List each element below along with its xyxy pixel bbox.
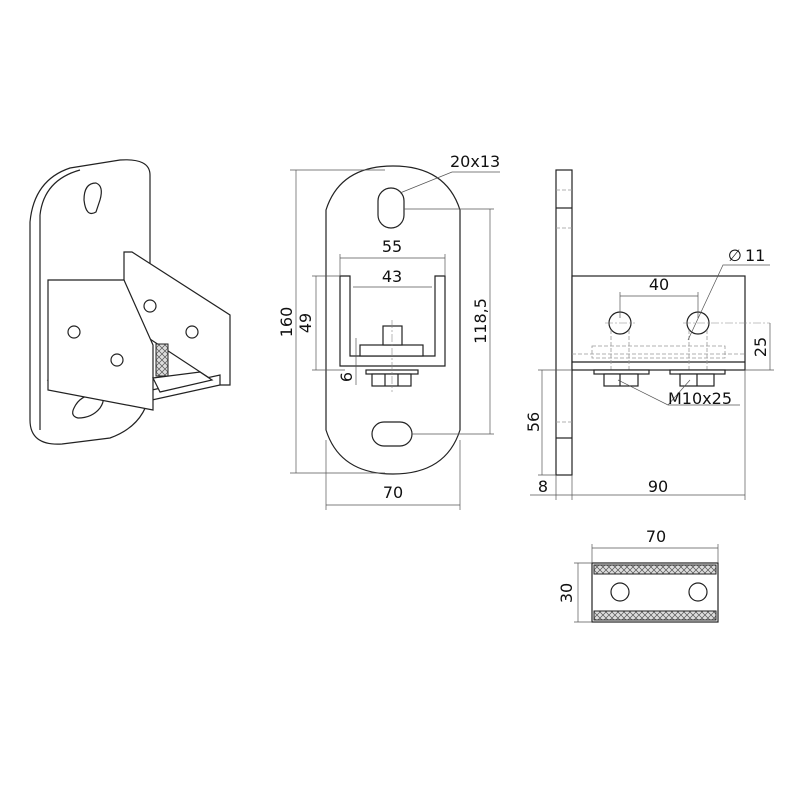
bolt-spec-label: M10x25 (668, 389, 732, 408)
isometric-view (29, 159, 231, 445)
dim-8: 8 (538, 477, 548, 496)
side-view: 40 ∅ 11 25 56 8 90 M10x25 (524, 169, 774, 500)
side-wall-plate (555, 169, 573, 476)
front-slot-vertical (377, 187, 405, 229)
iso-threaded-bolt (155, 343, 169, 377)
dim-43: 43 (382, 267, 402, 286)
iso-slot-top (83, 182, 102, 215)
bottom-hole-left (610, 582, 630, 602)
dim-30: 30 (557, 583, 576, 603)
bottom-view: 70 30 (557, 527, 719, 623)
bottom-hole-right (688, 582, 708, 602)
dim-70-bottom: 70 (646, 527, 666, 546)
dim-25: 25 (751, 337, 770, 357)
front-plate (325, 165, 461, 475)
dim-70-front: 70 (383, 483, 403, 502)
diameter-symbol: ∅ (728, 246, 742, 265)
dim-90: 90 (648, 477, 668, 496)
dim-49: 49 (296, 313, 315, 333)
front-view: 160 49 118,5 55 43 70 6 20x13 (277, 152, 500, 510)
dim-56: 56 (524, 412, 543, 432)
dim-diameter-11: 11 (745, 246, 765, 265)
dim-40: 40 (649, 275, 669, 294)
dim-118-5: 118,5 (471, 298, 490, 344)
front-nut (371, 373, 412, 387)
front-u-channel (339, 275, 446, 367)
slot-size-label: 20x13 (450, 152, 500, 171)
side-nut-left (603, 373, 639, 387)
dim-6: 6 (337, 372, 356, 382)
dim-55: 55 (382, 237, 402, 256)
front-slot-horizontal (371, 421, 413, 447)
dim-160: 160 (277, 307, 296, 338)
